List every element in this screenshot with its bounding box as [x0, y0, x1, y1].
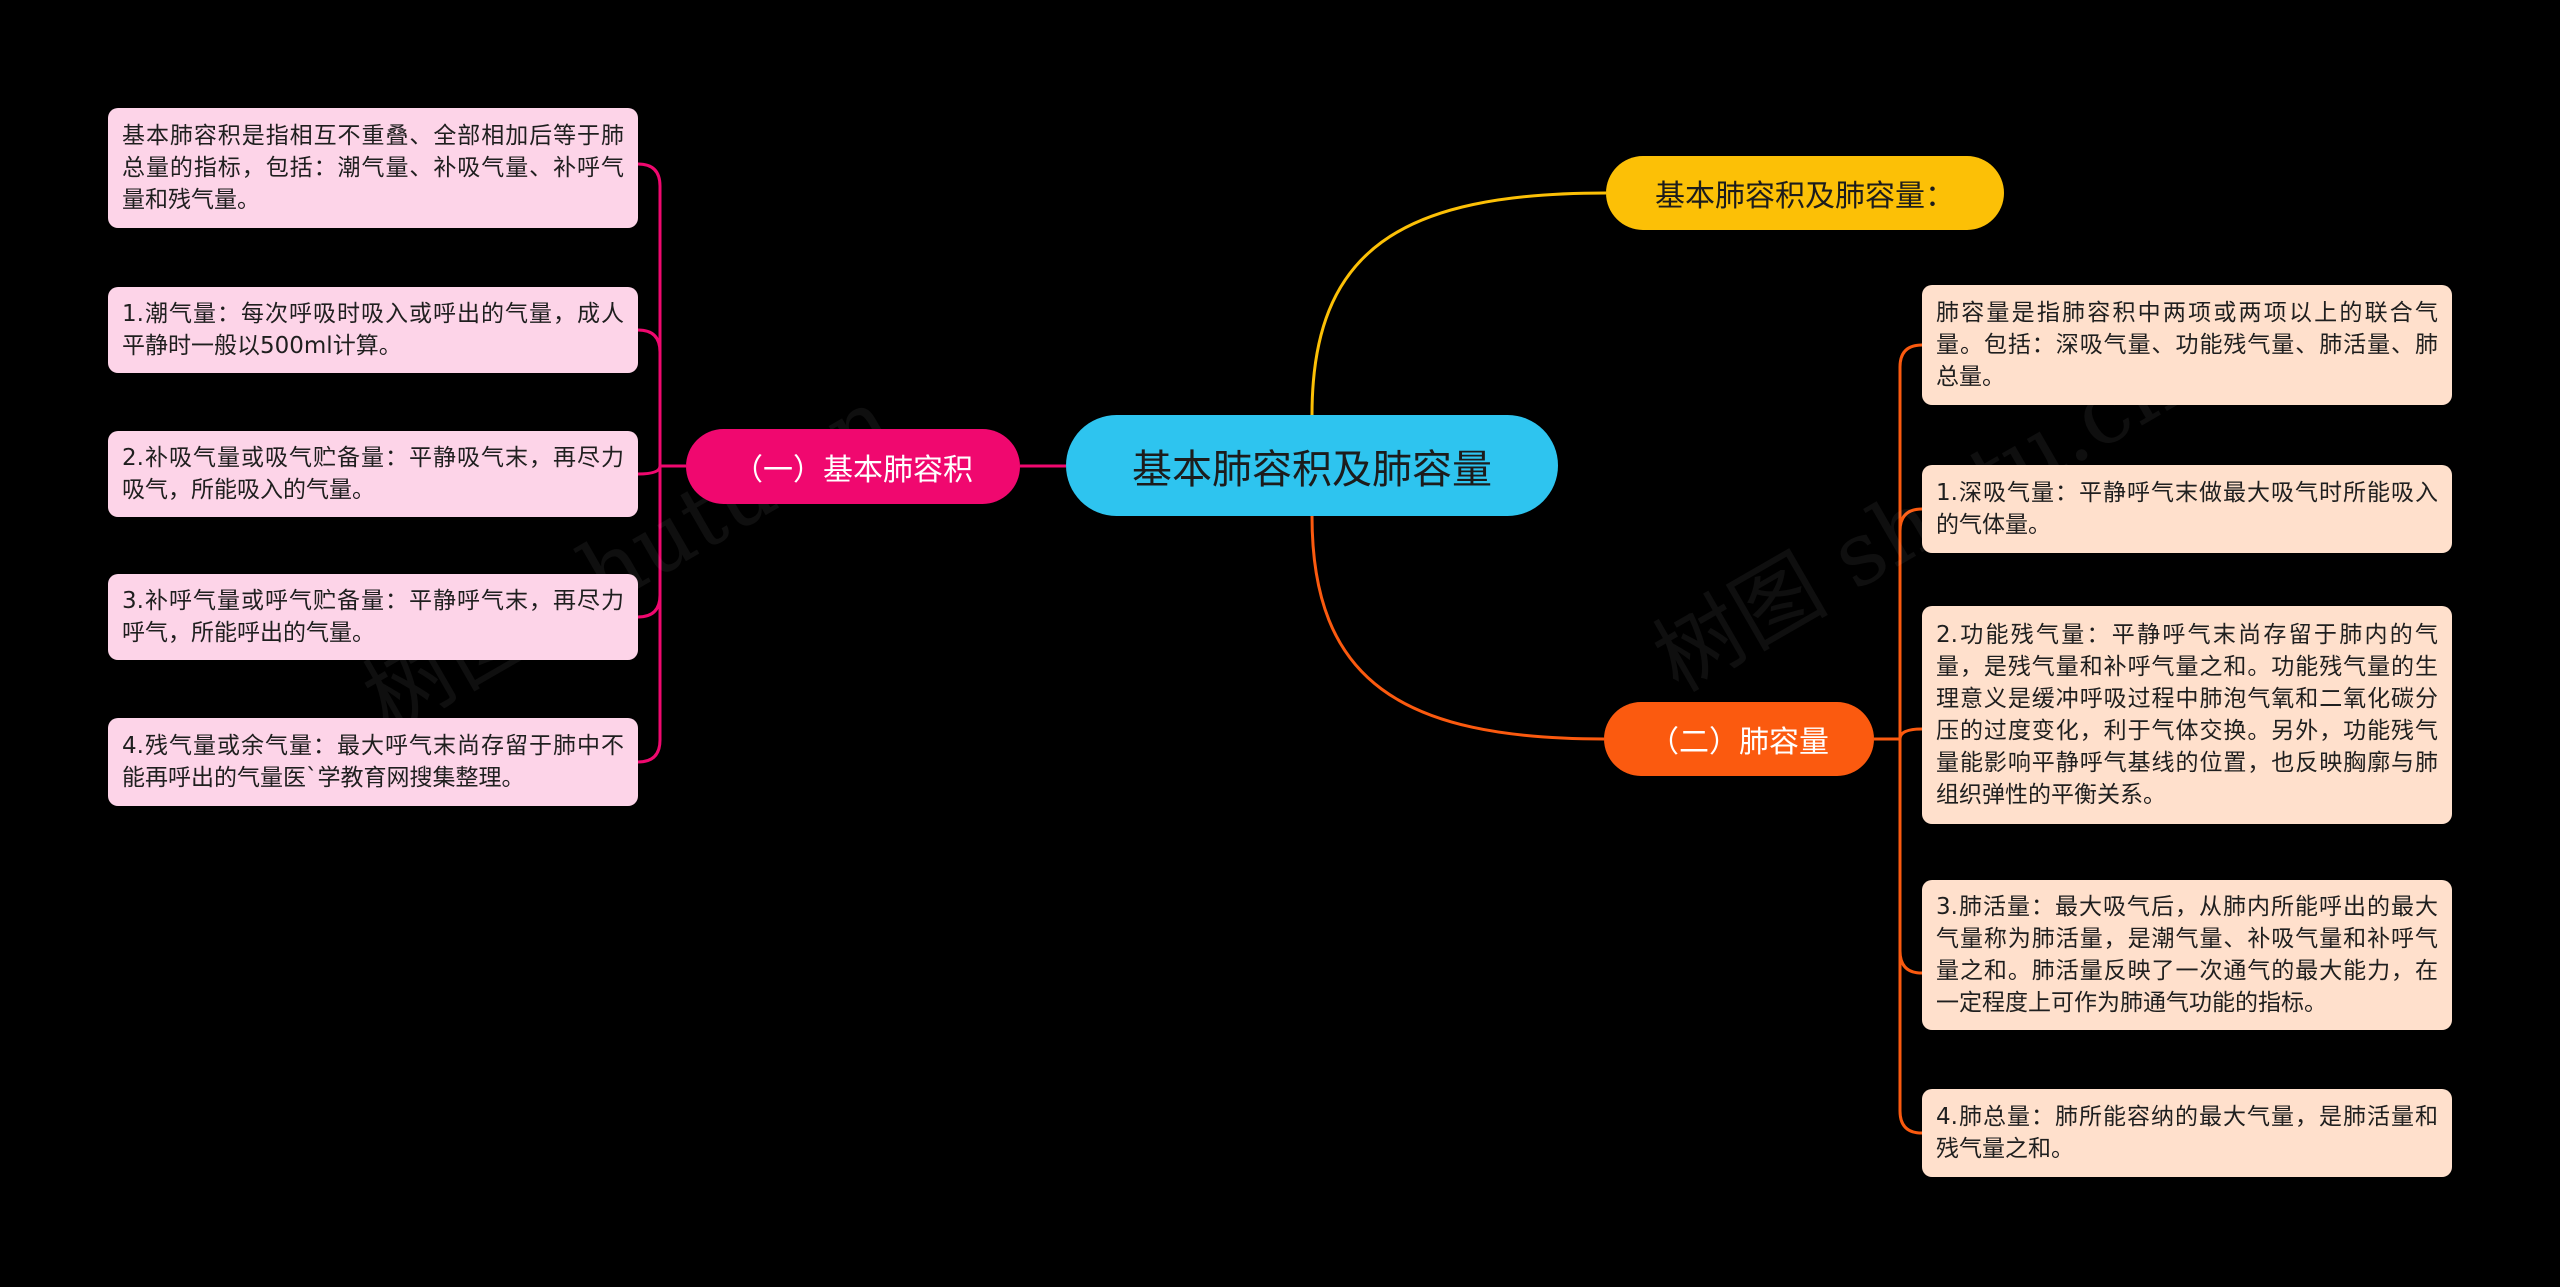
leaf-text: 4.残气量或余气量：最大呼气末尚存留于肺中不能再呼出的气量医`学教育网搜集整理。: [122, 733, 624, 791]
leaf-basic-volume-1[interactable]: 1.潮气量：每次呼吸时吸入或呼出的气量，成人平静时一般以500ml计算。: [108, 287, 638, 373]
leaf-capacity-2[interactable]: 2.功能残气量：平静呼气末尚存留于肺内的气量，是残气量和补呼气量之和。功能残气量…: [1922, 606, 2452, 824]
links-capacity-leaves: [1874, 343, 1923, 1135]
link-central-to-capacity: [1310, 515, 1605, 741]
leaf-text: 3.肺活量：最大吸气后，从肺内所能呼出的最大气量称为肺活量，是潮气量、补吸气量和…: [1936, 894, 2438, 1016]
leaf-basic-volume-3[interactable]: 3.补呼气量或呼气贮备量：平静呼气末，再尽力呼气，所能呼出的气量。: [108, 574, 638, 660]
leaf-text: 肺容量是指肺容积中两项或两项以上的联合气量。包括：深吸气量、功能残气量、肺活量、…: [1936, 300, 2438, 390]
leaf-basic-volume-0[interactable]: 基本肺容积是指相互不重叠、全部相加后等于肺总量的指标，包括：潮气量、补吸气量、补…: [108, 108, 638, 228]
branch-basic-volume-label: （一）基本肺容积: [733, 452, 973, 488]
branch-capacity-label: （二）肺容量: [1649, 725, 1829, 760]
central-topic-label: 基本肺容积及肺容量: [1132, 446, 1492, 493]
leaf-capacity-0[interactable]: 肺容量是指肺容积中两项或两项以上的联合气量。包括：深吸气量、功能残气量、肺活量、…: [1922, 285, 2452, 405]
branch-title-node-label: 基本肺容积及肺容量：: [1655, 179, 1955, 214]
leaf-text: 2.功能残气量：平静呼气末尚存留于肺内的气量，是残气量和补呼气量之和。功能残气量…: [1936, 622, 2438, 808]
leaf-text: 3.补呼气量或呼气贮备量：平静呼气末，再尽力呼气，所能呼出的气量。: [122, 588, 624, 646]
leaf-text: 4.肺总量：肺所能容纳的最大气量，是肺活量和残气量之和。: [1936, 1104, 2438, 1162]
leaf-capacity-3[interactable]: 3.肺活量：最大吸气后，从肺内所能呼出的最大气量称为肺活量，是潮气量、补吸气量和…: [1922, 880, 2452, 1030]
branch-capacity[interactable]: （二）肺容量: [1604, 702, 1874, 776]
links-basic-volume-leaves: [637, 162, 686, 764]
leaf-capacity-1[interactable]: 1.深吸气量：平静呼气末做最大吸气时所能吸入的气体量。: [1922, 465, 2452, 553]
link-central-to-title-node: [1310, 191, 1607, 416]
branch-basic-volume[interactable]: （一）基本肺容积: [686, 429, 1020, 504]
leaf-text: 2.补吸气量或吸气贮备量：平静吸气末，再尽力吸气，所能吸入的气量。: [122, 445, 624, 503]
leaf-text: 基本肺容积是指相互不重叠、全部相加后等于肺总量的指标，包括：潮气量、补吸气量、补…: [122, 123, 624, 213]
leaf-text: 1.潮气量：每次呼吸时吸入或呼出的气量，成人平静时一般以500ml计算。: [122, 301, 624, 359]
leaf-basic-volume-2[interactable]: 2.补吸气量或吸气贮备量：平静吸气末，再尽力吸气，所能吸入的气量。: [108, 431, 638, 517]
leaf-basic-volume-4[interactable]: 4.残气量或余气量：最大呼气末尚存留于肺中不能再呼出的气量医`学教育网搜集整理。: [108, 718, 638, 806]
branch-title-node[interactable]: 基本肺容积及肺容量：: [1606, 156, 2004, 230]
leaf-text: 1.深吸气量：平静呼气末做最大吸气时所能吸入的气体量。: [1936, 480, 2438, 538]
leaf-capacity-4[interactable]: 4.肺总量：肺所能容纳的最大气量，是肺活量和残气量之和。: [1922, 1089, 2452, 1177]
central-topic[interactable]: 基本肺容积及肺容量: [1066, 415, 1558, 516]
